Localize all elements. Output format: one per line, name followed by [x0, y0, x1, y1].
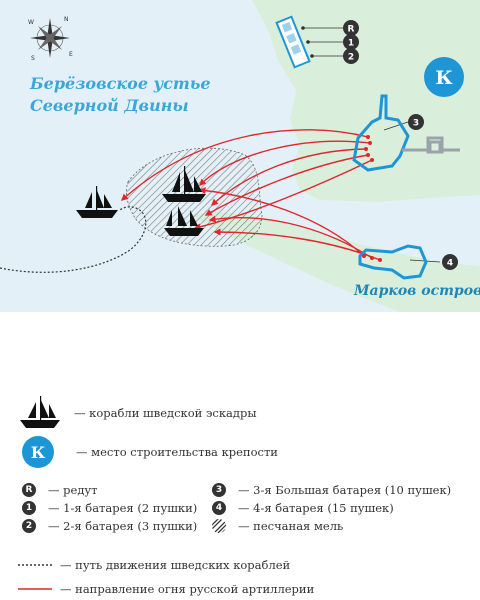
battery-4-marker-icon: 4 — [212, 501, 226, 515]
svg-text:К: К — [435, 67, 453, 89]
legend-fire: — направление огня русской артиллерии — [18, 582, 314, 596]
sandbank-hatch-icon — [212, 519, 226, 533]
compass-rose-icon: N S E W — [28, 16, 73, 62]
battery-3-fortification — [352, 94, 460, 172]
legend-battery-2-text: — 2-я батарея (3 пушки) — [48, 519, 198, 533]
svg-text:S: S — [31, 55, 35, 62]
map-marker-4: 4 — [442, 254, 458, 270]
fortress-k-icon: К — [22, 436, 54, 468]
ship-icon — [162, 166, 206, 202]
fire-lines-battery-3 — [120, 129, 373, 231]
map-marker-3: 3 — [408, 114, 424, 130]
map-marker-R: R — [343, 20, 359, 36]
legend-battery-1: 1 — 1-я батарея (2 пушки) — [22, 501, 197, 515]
map-title-line-2: Северной Двины — [30, 96, 189, 115]
map-marker-2: 2 — [343, 48, 359, 64]
legend-battery-2: 2 — 2-я батарея (3 пушки) — [22, 519, 197, 533]
battery-3-marker-icon: 3 — [212, 483, 226, 497]
map: R 1 2 3 4 К — [0, 0, 480, 312]
svg-text:1: 1 — [348, 39, 354, 49]
sandbank-outline — [126, 147, 263, 247]
legend-fortress-text: — место строительства крепости — [76, 445, 278, 459]
legend-battery-3: 3 — 3-я Большая батарея (10 пушек) — [212, 483, 451, 497]
markov-island — [190, 212, 480, 312]
fortress-k-marker: К — [424, 57, 464, 97]
swedish-ships-route — [0, 206, 147, 273]
svg-text:R: R — [348, 25, 355, 35]
legend-route: — путь движения шведских кораблей — [18, 558, 290, 572]
ship-icon — [76, 186, 118, 218]
legend-fortress: К — место строительства крепости — [22, 436, 278, 468]
battery-4-guns — [362, 254, 382, 262]
battery-2-marker-icon: 2 — [22, 519, 36, 533]
legend-battery-3-text: — 3-я Большая батарея (10 пушек) — [238, 483, 452, 497]
legend-ships-text: — корабли шведской эскадры — [74, 406, 257, 420]
callout-lines — [303, 27, 441, 263]
svg-text:4: 4 — [447, 259, 453, 269]
battery-4-fortification — [358, 244, 428, 280]
dotted-line-icon — [18, 564, 52, 566]
legend-battery-1-text: — 1-я батарея (2 пушки) — [48, 501, 198, 515]
ship-icon — [164, 206, 204, 236]
battery-1-marker-icon: 1 — [22, 501, 36, 515]
redoubt-marker-icon: R — [22, 483, 36, 497]
battery-3-guns — [364, 135, 374, 162]
legend-ships: — корабли шведской эскадры — [18, 396, 256, 430]
legend-fire-text: — направление огня русской артиллерии — [60, 582, 315, 596]
red-line-icon — [18, 588, 52, 590]
svg-text:N: N — [64, 16, 69, 23]
ship-icon — [20, 396, 60, 428]
legend-redoubt-text: — редут — [48, 483, 98, 497]
legend-sandbank-text: — песчаная мель — [238, 519, 344, 533]
legend-battery-4: 4 — 4-я батарея (15 пушек) — [212, 501, 394, 515]
redoubt-structure — [275, 15, 311, 69]
legend-redoubt: R — редут — [22, 483, 98, 497]
legend-route-text: — путь движения шведских кораблей — [60, 558, 291, 572]
svg-text:2: 2 — [348, 53, 354, 63]
map-marker-1: 1 — [343, 34, 359, 50]
svg-text:3: 3 — [413, 119, 419, 129]
svg-text:E: E — [69, 51, 73, 58]
svg-text:W: W — [28, 19, 34, 26]
island-label: Марков остров — [354, 283, 480, 299]
legend-sandbank: — песчаная мель — [212, 519, 343, 533]
map-title-line-1: Берёзовское устье — [30, 74, 211, 93]
legend-battery-4-text: — 4-я батарея (15 пушек) — [238, 501, 394, 515]
